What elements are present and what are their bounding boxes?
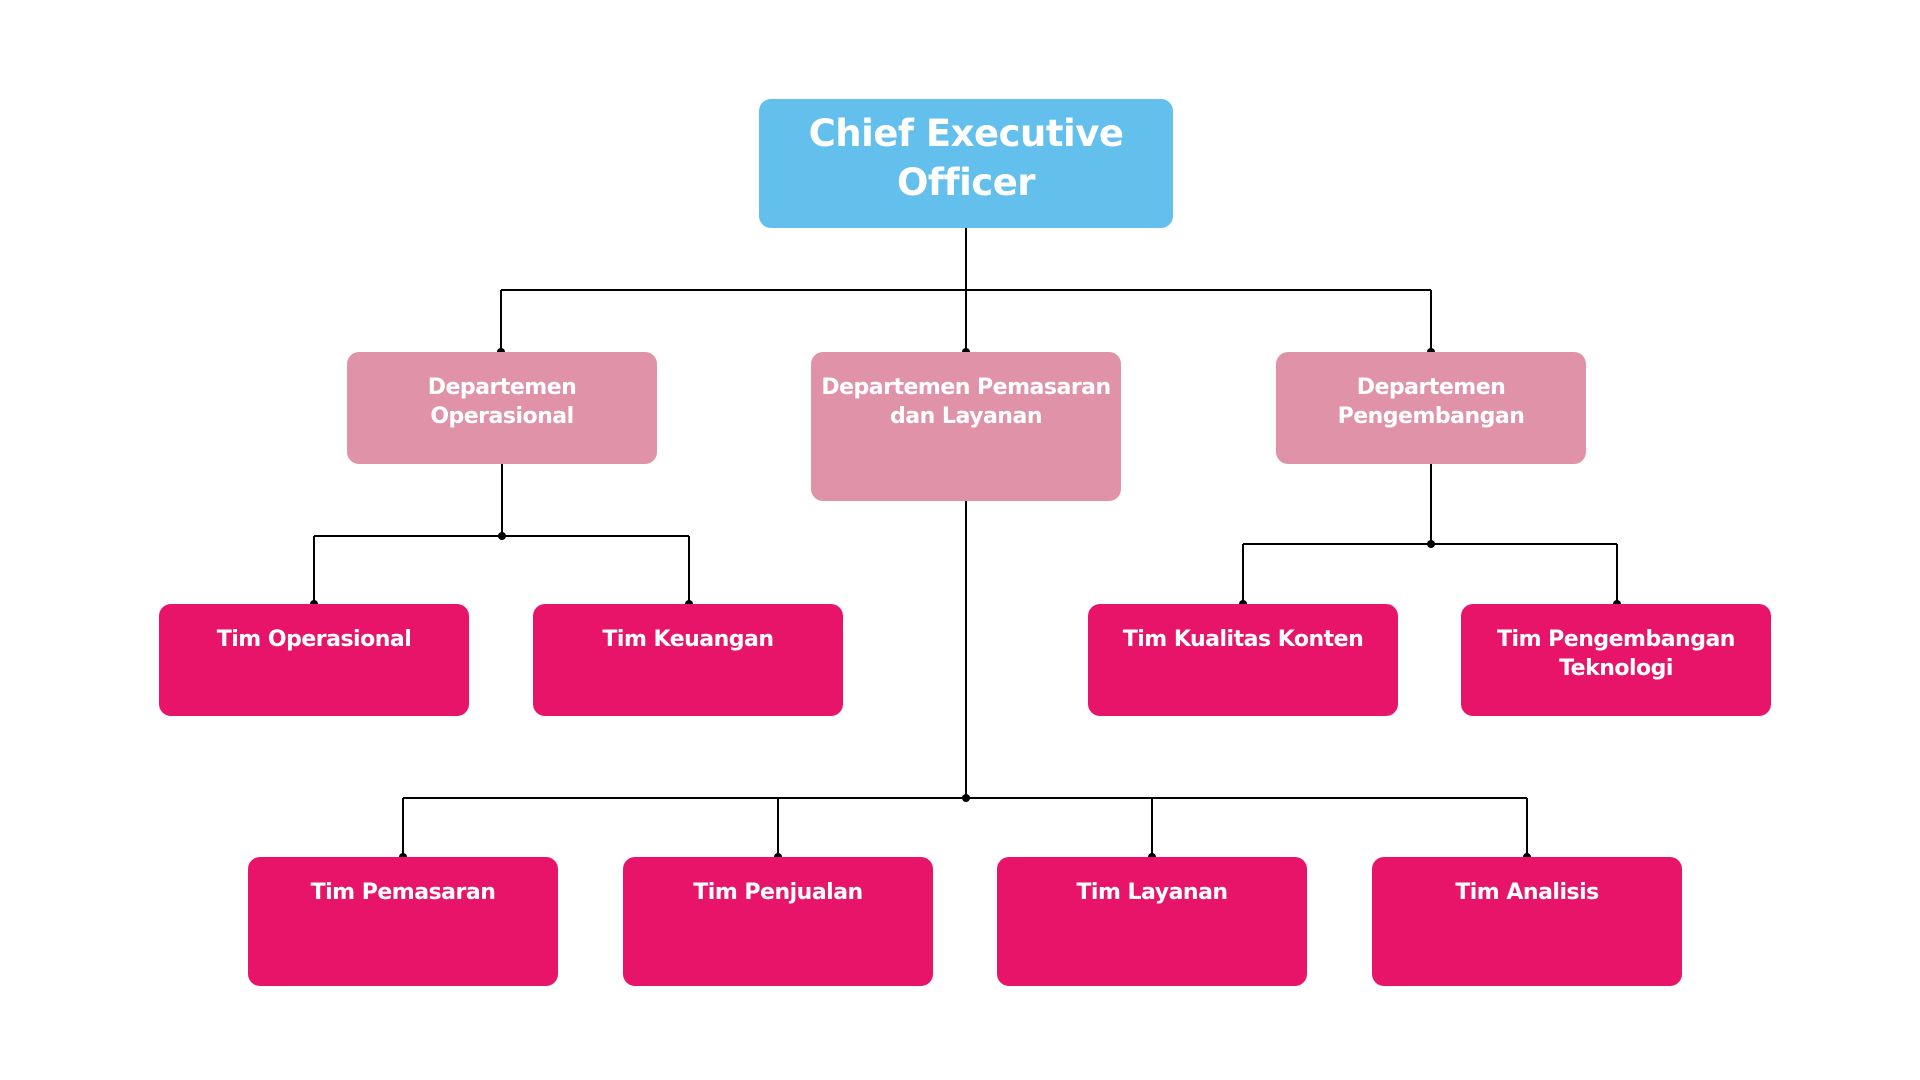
node-tim-operasional: Tim Operasional (159, 604, 469, 716)
connector-ceo-to-departments (500, 228, 1432, 352)
connector-dot (962, 794, 970, 802)
connector-pengembangan-branch (1242, 464, 1618, 604)
node-tim-penjualan: Tim Penjualan (623, 857, 933, 986)
node-tim-keuangan: Tim Keuangan (533, 604, 843, 716)
node-tim-kualitas-konten: Tim Kualitas Konten (1088, 604, 1398, 716)
connector-dot (1427, 540, 1435, 548)
connector-dot (498, 532, 506, 540)
node-departemen-pemasaran-layanan: Departemen Pemasaran dan Layanan (811, 352, 1121, 501)
node-departemen-pengembangan: Departemen Pengembangan (1276, 352, 1586, 464)
node-departemen-operasional: Departemen Operasional (347, 352, 657, 464)
node-tim-analisis: Tim Analisis (1372, 857, 1682, 986)
node-tim-layanan: Tim Layanan (997, 857, 1307, 986)
node-tim-pengembangan-teknologi: Tim Pengembangan Teknologi (1461, 604, 1771, 716)
node-ceo: Chief Executive Officer (759, 99, 1173, 228)
node-tim-pemasaran: Tim Pemasaran (248, 857, 558, 986)
